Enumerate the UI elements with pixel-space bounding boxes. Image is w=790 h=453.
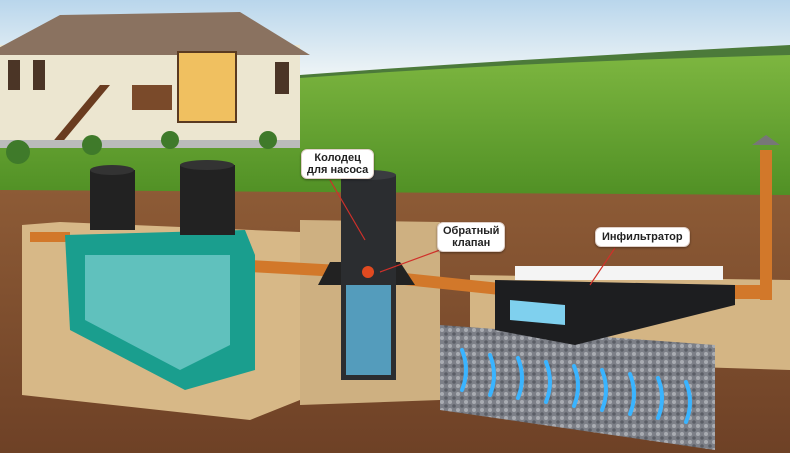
label-pump-well-line2: для насоса	[307, 164, 369, 176]
infiltrator	[495, 266, 735, 345]
label-check-valve-line2: клапан	[452, 237, 491, 249]
vent-cap	[752, 135, 780, 145]
label-pump-well-line1: Колодец	[314, 152, 361, 164]
label-check-valve: Обратный клапан	[437, 222, 506, 252]
pipes	[30, 150, 772, 300]
label-pump-well: Колодец для насоса	[301, 149, 375, 179]
septic-tank	[65, 160, 255, 390]
label-infiltrator: Инфильтратор	[595, 227, 690, 247]
water-flow-arrows	[460, 348, 692, 424]
label-leader-lines	[329, 179, 616, 286]
house	[0, 12, 310, 148]
label-infiltrator-text: Инфильтратор	[602, 231, 683, 243]
label-check-valve-line1: Обратный	[443, 225, 500, 237]
